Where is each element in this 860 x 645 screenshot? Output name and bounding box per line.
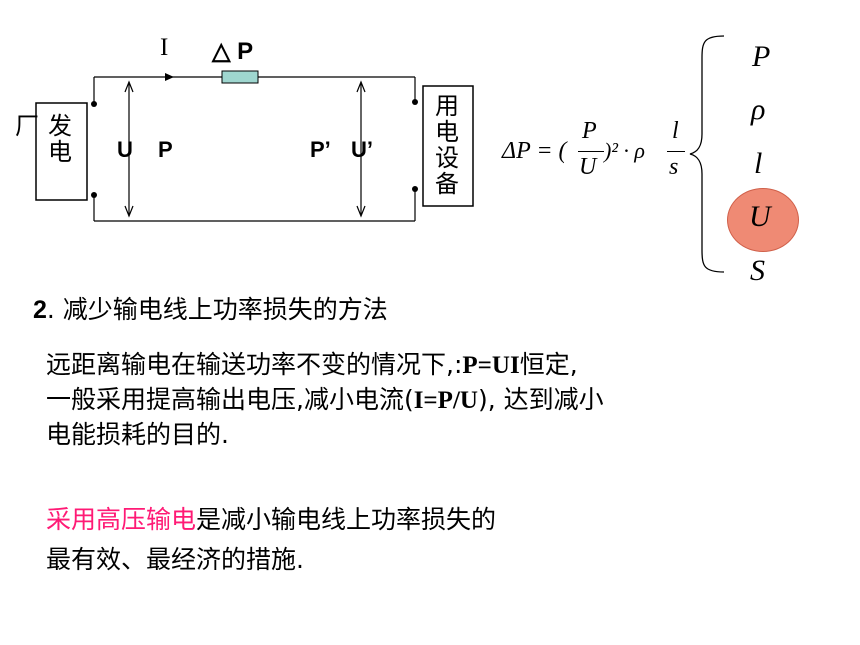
voltage-label-right: U’ bbox=[351, 137, 373, 162]
formula-denominator: U bbox=[579, 154, 597, 180]
paragraph-1-line-3: 电能损耗的目的. bbox=[46, 420, 229, 449]
formula-numerator: P bbox=[582, 118, 597, 144]
section-heading: 2. 减少输电线上功率损失的方法 bbox=[33, 290, 388, 326]
paragraph-2: 采用高压输电是减小输电线上功率损失的 最有效、最经济的措施. bbox=[46, 500, 496, 580]
formula-rhs: )² · ρ bbox=[604, 138, 645, 163]
section-title: . 减少输电线上功率损失的方法 bbox=[46, 295, 388, 324]
factory-label: 厂 bbox=[15, 112, 39, 140]
paragraph-1-line-2: 一般采用提高输出电压,减小电流(I=P/U), 达到减小 bbox=[46, 385, 604, 414]
curly-brace-icon bbox=[689, 35, 725, 273]
load-label: 用电设备 bbox=[435, 92, 459, 198]
formula-lhs: ΔP = ( bbox=[502, 138, 567, 164]
terminal-dot bbox=[91, 101, 97, 107]
voltage-label-left: U bbox=[117, 137, 133, 162]
highlight-phrase: 采用高压输电 bbox=[46, 505, 197, 534]
paragraph-2-line-1: 采用高压输电是减小输电线上功率损失的 bbox=[46, 505, 497, 534]
variable-l: l bbox=[754, 147, 763, 180]
variable-p: P bbox=[752, 40, 771, 73]
highlight-circle bbox=[727, 188, 799, 252]
power-label-right: P’ bbox=[310, 137, 331, 162]
line-resistor bbox=[221, 70, 259, 84]
formula-frac2-numerator: l bbox=[672, 118, 679, 144]
generator-label: 发电 bbox=[48, 112, 72, 166]
terminal-dot bbox=[412, 99, 418, 105]
variable-rho: ρ bbox=[751, 93, 766, 126]
fraction-bar bbox=[578, 151, 604, 152]
circuit-diagram bbox=[35, 70, 474, 222]
current-label: I bbox=[160, 34, 169, 61]
paragraph-2-line-2: 最有效、最经济的措施. bbox=[46, 545, 304, 574]
fraction-bar bbox=[667, 151, 685, 152]
terminal-dot bbox=[91, 192, 97, 198]
terminal-dot bbox=[412, 186, 418, 192]
paragraph-1: 远距离输电在输送功率不变的情况下,:P=UI恒定, 一般采用提高输出电压,减小电… bbox=[46, 348, 604, 452]
variable-u: U bbox=[749, 200, 771, 233]
section-number: 2 bbox=[33, 296, 47, 324]
loss-formula: ΔP = ( P U )² · ρ l s bbox=[502, 118, 692, 198]
power-loss-label: △ P bbox=[212, 38, 254, 65]
current-arrow-icon bbox=[165, 73, 174, 81]
load-box bbox=[422, 85, 474, 207]
formula-frac2-denominator: s bbox=[669, 154, 679, 180]
variable-s: S bbox=[750, 254, 765, 287]
generator-box bbox=[35, 102, 88, 201]
paragraph-1-line-1: 远距离输电在输送功率不变的情况下,:P=UI恒定, bbox=[46, 350, 578, 379]
power-label-left: P bbox=[158, 137, 173, 162]
